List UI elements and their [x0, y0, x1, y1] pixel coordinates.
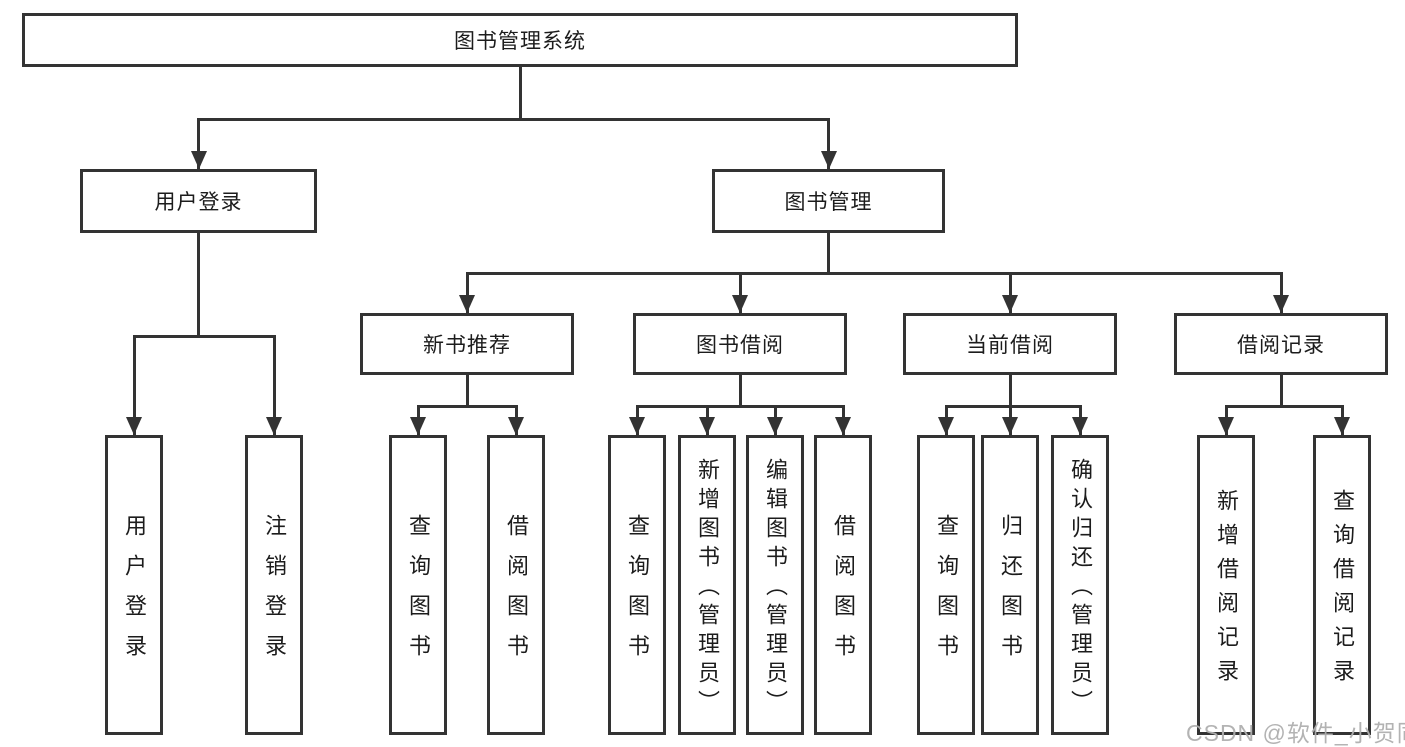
connector-line	[738, 272, 742, 313]
connector-line	[272, 335, 276, 435]
leaf-bb-borrow-books: 借阅图书	[814, 435, 872, 735]
leaf-logout: 注销登录	[245, 435, 303, 735]
leaf-cb-query-books: 查询图书	[917, 435, 975, 735]
arrowhead-down-icon	[1334, 417, 1350, 435]
connector-line	[635, 405, 845, 408]
leaf-br-add-record: 新增借阅记录	[1197, 435, 1255, 735]
leaf-cb-confirm-return-label: 确认归还（管理员）	[1068, 458, 1093, 719]
node-user-login-branch: 用户登录	[80, 169, 317, 233]
node-root-label: 图书管理系统	[454, 30, 586, 53]
node-borrow-records-label: 借阅记录	[1237, 334, 1325, 357]
connector-line	[465, 272, 1282, 275]
leaf-cb-return-books: 归还图书	[981, 435, 1039, 735]
connector-line	[1224, 405, 1344, 408]
connector-line	[132, 335, 136, 435]
leaf-bb-add-books-label: 新增图书（管理员）	[695, 458, 720, 719]
connector-line	[465, 375, 469, 405]
leaf-cb-return-books-label: 归还图书	[998, 514, 1023, 674]
arrowhead-down-icon	[1218, 417, 1234, 435]
leaf-bb-query-books: 查询图书	[608, 435, 666, 735]
node-root: 图书管理系统	[22, 13, 1018, 67]
leaf-bb-add-books: 新增图书（管理员）	[678, 435, 736, 735]
connector-line	[1279, 375, 1283, 405]
connector-line	[1008, 272, 1012, 313]
node-user-login-branch-label: 用户登录	[154, 191, 243, 214]
connector-line	[944, 405, 1082, 408]
connector-line	[465, 272, 469, 313]
node-book-borrow-label: 图书借阅	[696, 334, 784, 357]
leaf-rec-borrow-books-label: 借阅图书	[504, 514, 529, 674]
arrowhead-down-icon	[190, 151, 207, 169]
arrowhead-down-icon	[767, 417, 783, 435]
arrowhead-down-icon	[820, 151, 837, 169]
leaf-cb-confirm-return: 确认归还（管理员）	[1051, 435, 1109, 735]
arrowhead-down-icon	[459, 295, 475, 313]
leaf-cb-query-books-label: 查询图书	[934, 514, 959, 674]
connector-line	[1279, 272, 1283, 313]
connector-line	[827, 233, 830, 272]
node-new-book-rec: 新书推荐	[360, 313, 574, 375]
node-book-mgmt-branch: 图书管理	[712, 169, 945, 233]
arrowhead-down-icon	[1002, 417, 1018, 435]
node-book-borrow: 图书借阅	[633, 313, 847, 375]
arrowhead-down-icon	[1002, 295, 1018, 313]
arrowhead-down-icon	[629, 417, 645, 435]
connector-line	[416, 405, 518, 408]
arrowhead-down-icon	[938, 417, 954, 435]
leaf-bb-edit-books-label: 编辑图书（管理员）	[763, 458, 788, 719]
leaf-logout-label: 注销登录	[262, 514, 287, 674]
connector-line	[518, 67, 522, 118]
arrowhead-down-icon	[410, 417, 426, 435]
node-current-borrow-label: 当前借阅	[966, 334, 1054, 357]
connector-line	[197, 118, 200, 169]
arrowhead-down-icon	[835, 417, 851, 435]
node-borrow-records: 借阅记录	[1174, 313, 1388, 375]
arrowhead-down-icon	[508, 417, 524, 435]
connector-line	[827, 118, 830, 169]
node-book-mgmt-branch-label: 图书管理	[784, 191, 873, 214]
leaf-bb-query-books-label: 查询图书	[625, 514, 650, 674]
connector-line	[132, 335, 276, 338]
leaf-user-login-label: 用户登录	[122, 514, 147, 674]
leaf-rec-query-books: 查询图书	[389, 435, 447, 735]
connector-line	[738, 375, 742, 405]
leaf-br-query-record-label: 查询借阅记录	[1330, 489, 1355, 693]
arrowhead-down-icon	[126, 417, 142, 435]
arrowhead-down-icon	[732, 295, 748, 313]
leaf-bb-edit-books: 编辑图书（管理员）	[746, 435, 804, 735]
watermark: CSDN @软件_小贺同学	[1186, 720, 1405, 746]
leaf-rec-query-books-label: 查询图书	[406, 514, 431, 674]
arrowhead-down-icon	[1072, 417, 1088, 435]
connector-line	[197, 118, 830, 121]
arrowhead-down-icon	[266, 417, 282, 435]
connector-line	[1008, 375, 1012, 405]
node-current-borrow: 当前借阅	[903, 313, 1117, 375]
arrowhead-down-icon	[699, 417, 715, 435]
leaf-rec-borrow-books: 借阅图书	[487, 435, 545, 735]
connector-line	[197, 233, 200, 335]
leaf-user-login: 用户登录	[105, 435, 163, 735]
leaf-br-query-record: 查询借阅记录	[1313, 435, 1371, 735]
arrowhead-down-icon	[1273, 295, 1289, 313]
node-new-book-rec-label: 新书推荐	[423, 334, 511, 357]
leaf-bb-borrow-books-label: 借阅图书	[831, 514, 856, 674]
leaf-br-add-record-label: 新增借阅记录	[1214, 489, 1239, 693]
